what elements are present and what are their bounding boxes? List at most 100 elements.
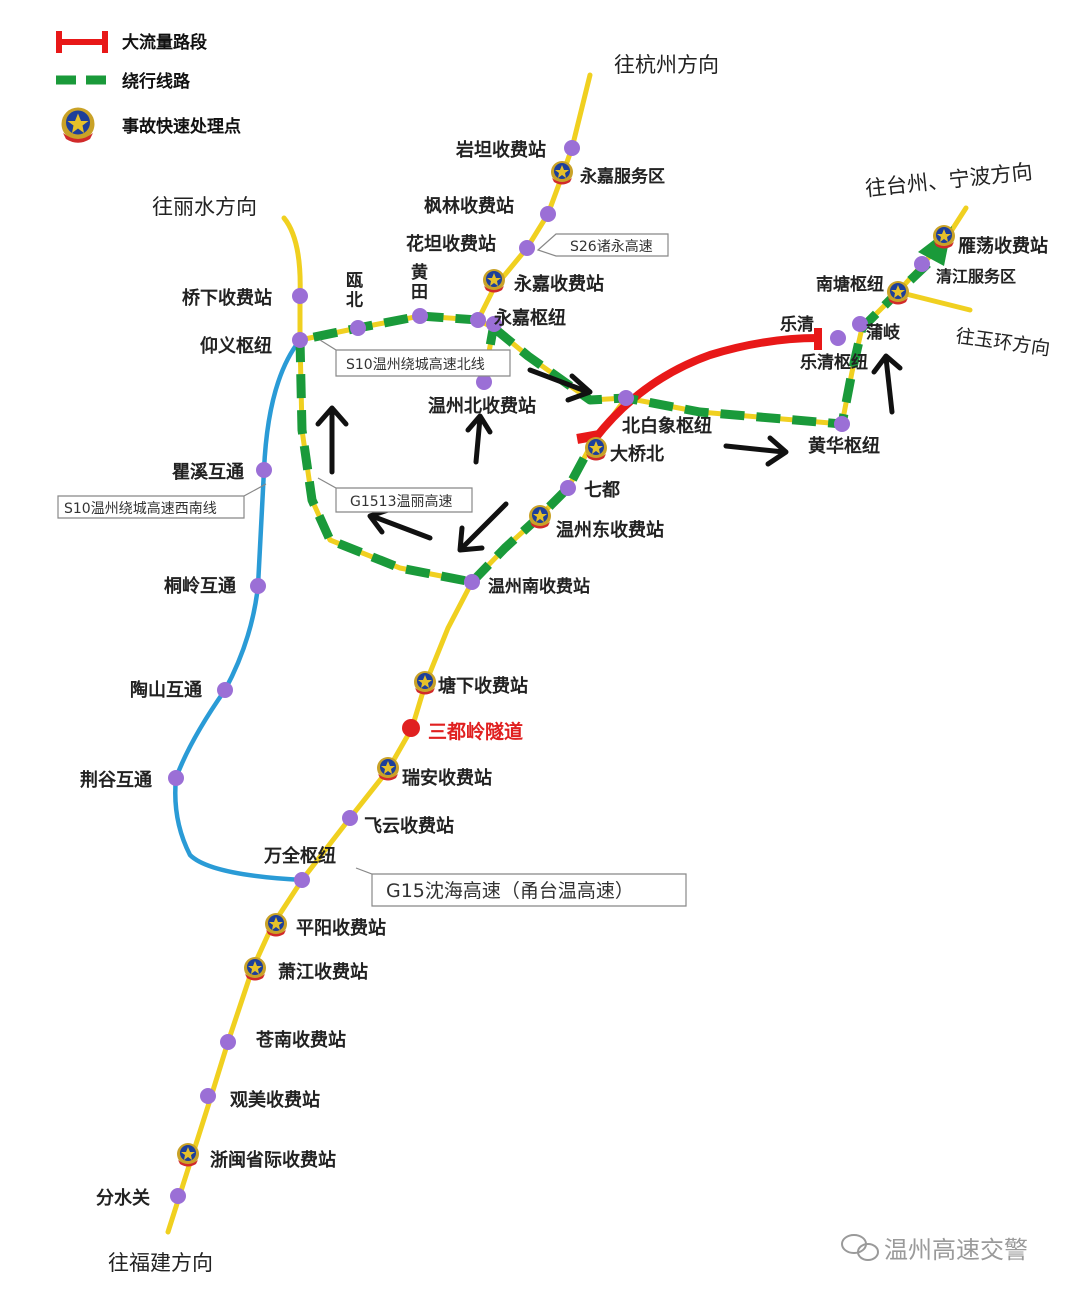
station-dot: [618, 390, 634, 406]
station-dot: [464, 574, 480, 590]
label-huangtian: 黄田: [411, 262, 428, 303]
label-tongling: 桐岭互通: [164, 575, 236, 597]
label-wenzhou-east: 温州东收费站: [556, 519, 664, 541]
label-qidu: 七都: [584, 480, 620, 501]
label-qiaoxia: 桥下收费站: [182, 287, 272, 309]
label-oubei: 瓯北: [346, 271, 363, 311]
police-badge-icon: [585, 437, 607, 461]
station-dot: [560, 480, 576, 496]
station-labels: 岩坦收费站 永嘉服务区 枫林收费站 花坦收费站 永嘉收费站 永嘉枢纽 桥下收费站…: [80, 139, 1048, 1209]
svg-text:G1513温丽高速: G1513温丽高速: [350, 493, 452, 510]
road-name-box-s10-southwest: S10温州绕城高速西南线: [57, 483, 267, 519]
station-dot: [250, 578, 266, 594]
svg-text:S10温州绕城高速西南线: S10温州绕城高速西南线: [64, 500, 217, 517]
road-name-box-s10-north: S10温州绕城高速北线: [319, 339, 511, 377]
police-badge-icon: [177, 1143, 199, 1167]
station-dot: [830, 330, 846, 346]
label-feiyun: 飞云收费站: [364, 815, 454, 837]
label-sandouling: 三都岭隧道: [428, 720, 523, 743]
road-name-box-g1513: G1513温丽高速: [317, 477, 473, 513]
label-yongjia-hub: 永嘉枢纽: [493, 307, 566, 329]
label-fenshuiguan: 分水关: [96, 1187, 150, 1209]
label-yandang: 雁荡收费站: [958, 235, 1048, 257]
station-dot: [476, 374, 492, 390]
station-dot: [412, 308, 428, 324]
heavy-traffic-end-cap-north: [814, 328, 822, 350]
label-yueqing: 乐清: [780, 314, 814, 335]
police-badge-icon: [377, 757, 399, 781]
station-dot: [220, 1034, 236, 1050]
station-dot: [217, 682, 233, 698]
label-wenzhou-south: 温州南收费站: [488, 576, 590, 597]
label-yueqing-hub: 乐清枢纽: [800, 352, 868, 373]
station-dot: [486, 316, 502, 332]
station-dot: [564, 140, 580, 156]
direction-fujian: 往福建方向: [108, 1251, 213, 1275]
label-jinggu: 荆谷互通: [80, 769, 152, 791]
police-badge-icon: [414, 671, 436, 695]
legend-accident-point: 事故快速处理点: [61, 107, 241, 143]
incident-point-dot: [402, 719, 420, 737]
svg-text:绕行线路: 绕行线路: [122, 71, 191, 92]
accident-points: [177, 161, 955, 1167]
direction-taizhou-ningbo: 往台州、宁波方向: [864, 160, 1034, 201]
direction-lishui: 往丽水方向: [152, 195, 257, 219]
svg-text:S10温州绕城高速北线: S10温州绕城高速北线: [346, 356, 485, 373]
police-badge-icon: [551, 161, 573, 185]
police-badge-icon: [483, 269, 505, 293]
police-badge-icon: [244, 957, 266, 981]
station-dot: [256, 462, 272, 478]
label-tangxia: 塘下收费站: [438, 675, 528, 697]
label-huatan: 花坦收费站: [406, 233, 496, 255]
label-zhemin: 浙闽省际收费站: [210, 1149, 336, 1171]
heavy-traffic-segment: [590, 334, 822, 444]
station-dot: [519, 240, 535, 256]
label-yongjia-service: 永嘉服务区: [579, 166, 665, 187]
police-badge-icon: [887, 281, 909, 305]
svg-text:事故快速处理点: 事故快速处理点: [122, 116, 241, 137]
black-arrow-up-right: [871, 353, 903, 415]
station-dot: [292, 288, 308, 304]
station-dot: [470, 312, 486, 328]
label-fenglin: 枫林收费站: [424, 195, 514, 217]
wechat-icon: [841, 1234, 879, 1261]
svg-text:G15沈海高速（甬台温高速）: G15沈海高速（甬台温高速）: [386, 880, 634, 902]
svg-text:温州高速交警: 温州高速交警: [884, 1236, 1028, 1264]
legend-heavy-traffic: 大流量路段: [56, 31, 207, 53]
station-dot: [852, 316, 868, 332]
label-yongjia-toll: 永嘉收费站: [513, 273, 604, 295]
label-huanghua-hub: 黄华枢纽: [808, 435, 880, 457]
legend: 大流量路段 绕行线路 事故快速处理点: [56, 31, 241, 143]
label-wenzhou-north: 温州北收费站: [428, 395, 536, 417]
label-guanmei: 观美收费站: [230, 1089, 320, 1111]
station-dots: [168, 140, 930, 1204]
station-dot: [540, 206, 556, 222]
label-ruian: 瑞安收费站: [402, 767, 492, 789]
black-arrow-southwest: [457, 501, 509, 553]
legend-detour-route: 绕行线路: [56, 71, 191, 92]
black-arrow-up-left: [315, 405, 349, 475]
station-dot: [342, 810, 358, 826]
watermark: 温州高速交警: [841, 1234, 1028, 1264]
black-arrow-up-center: [465, 413, 493, 465]
police-badge-icon: [933, 225, 955, 249]
black-arrow-east-1: [527, 367, 593, 403]
station-dot: [170, 1188, 186, 1204]
station-dot: [294, 872, 310, 888]
s10-southwest-ring-line: [173, 337, 305, 883]
station-dot: [914, 256, 930, 272]
label-cangnan: 苍南收费站: [255, 1029, 346, 1051]
road-name-box-s26: S26诸永高速: [536, 233, 669, 257]
label-xiaojiang: 萧江收费站: [278, 961, 368, 983]
yuhuan-spur: [895, 289, 973, 313]
black-arrow-west: [367, 507, 433, 541]
police-badge-icon: [61, 107, 95, 143]
label-qingjiang-service: 清江服务区: [936, 267, 1016, 286]
direction-yuhuan: 往玉环方向: [954, 325, 1051, 360]
label-puqi: 蒲岐: [866, 322, 901, 343]
label-qiuxi: 瞿溪互通: [172, 462, 244, 483]
label-taoshan: 陶山互通: [130, 679, 202, 701]
station-dot: [200, 1088, 216, 1104]
label-yangyi-hub: 仰义枢纽: [200, 335, 272, 357]
